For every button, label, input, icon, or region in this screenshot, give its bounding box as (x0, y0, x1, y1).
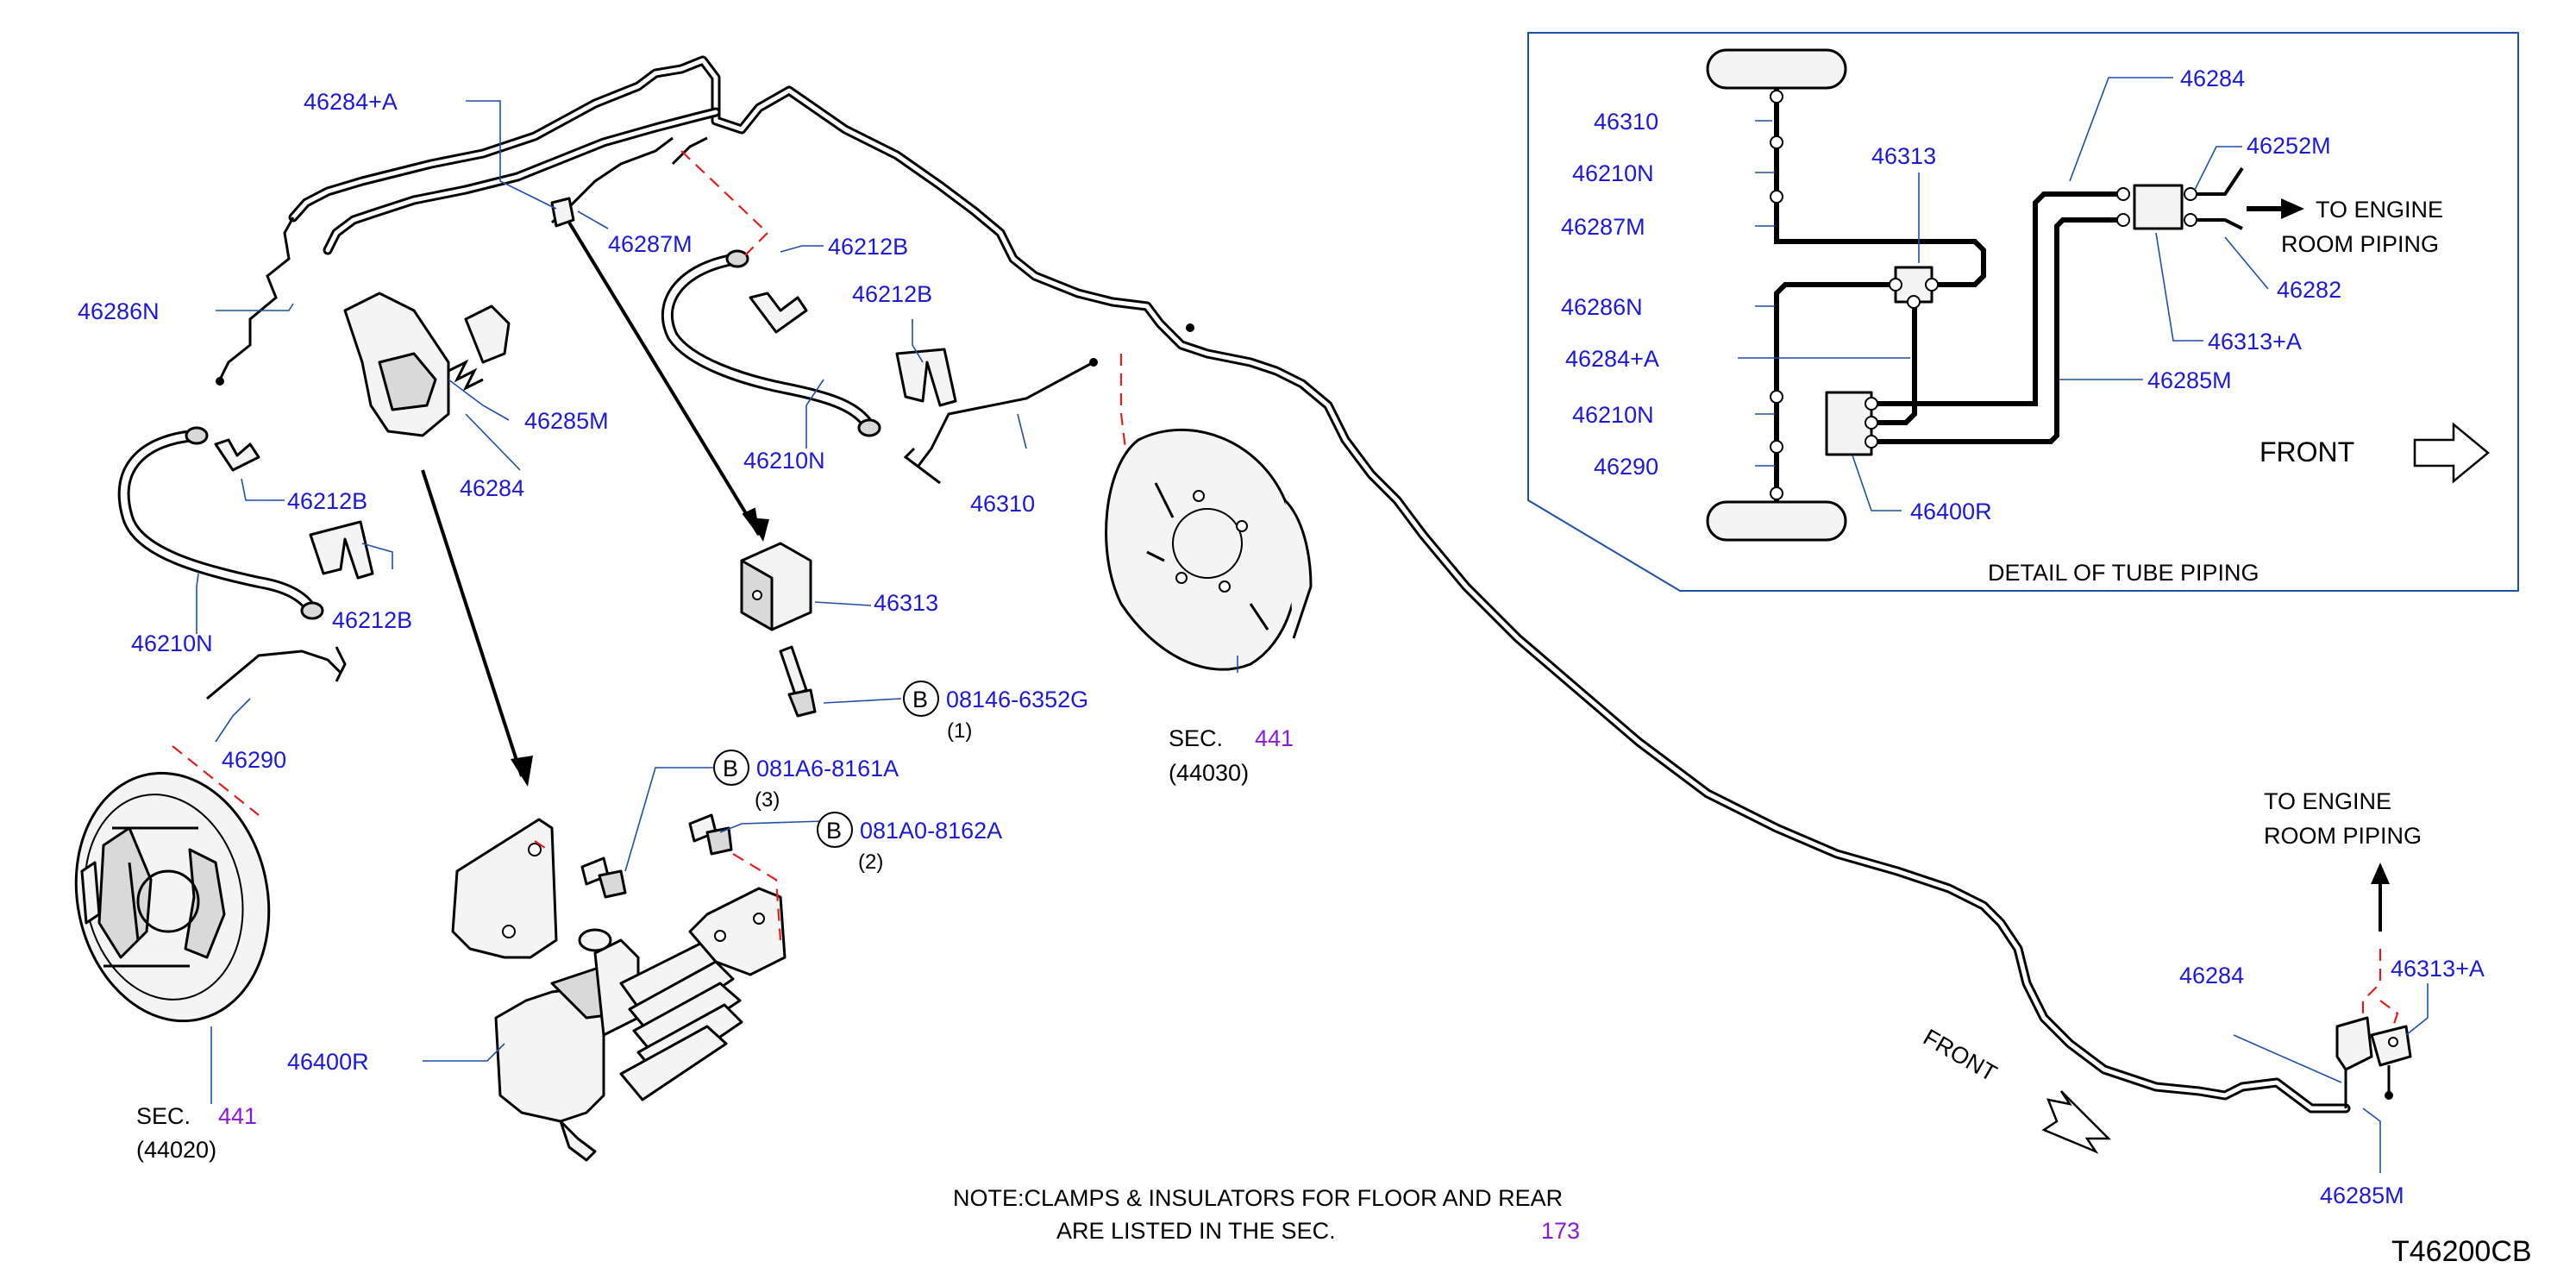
sec-right-number: 441 (1255, 725, 1294, 751)
upper-bracket-assembly (343, 197, 575, 437)
sec-left-number: 441 (218, 1103, 257, 1129)
label-46285M-mid: 46285M (524, 408, 609, 434)
label-46286N-left: 46286N (78, 298, 160, 324)
leader-lines (196, 100, 2429, 1173)
detail-title: DETAIL OF TUBE PIPING (1988, 560, 2259, 586)
bolt-3-marker: B (826, 818, 842, 844)
detail-label-46286N: 46286N (1561, 294, 1643, 320)
label-46400R-bottom: 46400R (287, 1049, 369, 1075)
detail-inset (1527, 32, 2519, 592)
part-labels: 46284+A 46287M 46286N 46212B 46212B 4621… (78, 89, 2485, 1208)
label-46212B-d: 46212B (332, 607, 412, 633)
detail-tire-top (1706, 48, 1847, 90)
label-46210N-left: 46210N (131, 631, 213, 656)
sec-right-prefix: SEC. (1169, 725, 1223, 751)
dust-boot (619, 938, 743, 1101)
drawing-code: T46200CB (2391, 1235, 2532, 1268)
front-arrow-main (2041, 1090, 2112, 1154)
label-46210N-mid: 46210N (743, 448, 825, 474)
clip-46212b-group (214, 292, 957, 580)
label-46212B-a: 46212B (828, 234, 908, 260)
front-label-main: FRONT (1919, 1024, 2002, 1086)
junction-block-46313 (740, 542, 817, 718)
bolt-2-marker: B (723, 756, 738, 781)
to-engine-line2: ROOM PIPING (2264, 823, 2422, 849)
bolt-callout-1: B 08146-6352G (1) (903, 681, 1088, 743)
main-brake-tube-run (216, 55, 2351, 1114)
detail-label-46313: 46313 (1871, 143, 1936, 169)
sec-right-code: (44030) (1169, 760, 1249, 786)
valve-bolts (580, 813, 733, 899)
bolt-3-part: 081A0-8162A (860, 818, 1002, 844)
proportioning-valve-46400r (451, 818, 787, 1162)
label-46284-right: 46284 (2179, 963, 2244, 988)
label-46287M-top: 46287M (608, 231, 693, 257)
bolt-callout-3: B 081A0-8162A (2) (817, 812, 1002, 874)
detail-label-46290: 46290 (1594, 454, 1658, 480)
bolt-2-part: 081A6-8161A (756, 756, 899, 781)
front-junction-assembly (2335, 863, 2412, 1108)
bolt-callout-2: B 081A6-8161A (3) (713, 750, 899, 812)
rear-brake-hose-left (117, 426, 347, 700)
note-line1: NOTE:CLAMPS & INSULATORS FOR FLOOR AND R… (953, 1185, 1563, 1211)
detail-tire-bottom (1706, 500, 1847, 542)
label-46285M-right: 46285M (2320, 1183, 2404, 1208)
bolt-1-qty: (1) (947, 719, 972, 743)
detail-label-46285M: 46285M (2147, 367, 2232, 393)
detail-to-engine-1: TO ENGINE (2316, 197, 2443, 223)
label-46212B-b: 46212B (852, 281, 932, 307)
label-46212B-c: 46212B (287, 488, 367, 514)
note-line2: ARE LISTED IN THE SEC. (1056, 1218, 1336, 1244)
detail-label-46252M: 46252M (2247, 133, 2331, 159)
section-ref-left: SEC. 441 (44020) (136, 1103, 257, 1163)
detail-labels: 46310 46210N 46287M 46286N 46284+A 46210… (1561, 66, 2443, 586)
label-46313-mid: 46313 (874, 590, 938, 616)
rear-brake-hose-right (661, 249, 1098, 485)
detail-front: FRONT (2259, 436, 2354, 467)
to-engine-room-right: TO ENGINE ROOM PIPING (2264, 788, 2422, 849)
detail-label-46210N-top: 46210N (1572, 160, 1654, 186)
label-46284-mid: 46284 (460, 475, 524, 501)
sec-left-prefix: SEC. (136, 1103, 191, 1129)
label-46284A-top: 46284+A (304, 89, 398, 115)
detail-label-46310: 46310 (1594, 109, 1658, 135)
detail-label-46282: 46282 (2277, 277, 2341, 303)
detail-label-46284: 46284 (2180, 66, 2245, 91)
drum-brake-left (74, 771, 271, 1023)
note-block: NOTE:CLAMPS & INSULATORS FOR FLOOR AND R… (953, 1185, 1580, 1244)
sec-left-code: (44020) (136, 1137, 216, 1163)
detail-4way-46313a (2133, 184, 2184, 230)
detail-label-46284A: 46284+A (1565, 346, 1659, 372)
detail-label-46287M: 46287M (1561, 214, 1645, 240)
assembly-arrows (421, 221, 769, 787)
detail-label-46210N-bottom: 46210N (1572, 402, 1654, 428)
note-sec: 173 (1541, 1218, 1580, 1244)
bolt-1-marker: B (912, 687, 928, 712)
detail-valve-46400r (1825, 391, 1873, 456)
detail-label-46313A: 46313+A (2208, 329, 2302, 355)
label-46313A-right: 46313+A (2391, 956, 2485, 982)
dashed-guides (172, 150, 2399, 1027)
detail-to-engine-2: ROOM PIPING (2281, 231, 2439, 257)
label-46290-left: 46290 (222, 747, 286, 773)
section-ref-right: SEC. 441 (44030) (1169, 725, 1294, 786)
bolt-2-qty: (3) (755, 788, 780, 812)
detail-label-46400R: 46400R (1910, 499, 1992, 524)
label-46310-mid: 46310 (970, 491, 1035, 517)
bolt-1-part: 08146-6352G (946, 687, 1088, 712)
bolt-3-qty: (2) (858, 850, 883, 874)
backing-plate-right (1105, 428, 1313, 671)
to-engine-line1: TO ENGINE (2264, 788, 2391, 814)
